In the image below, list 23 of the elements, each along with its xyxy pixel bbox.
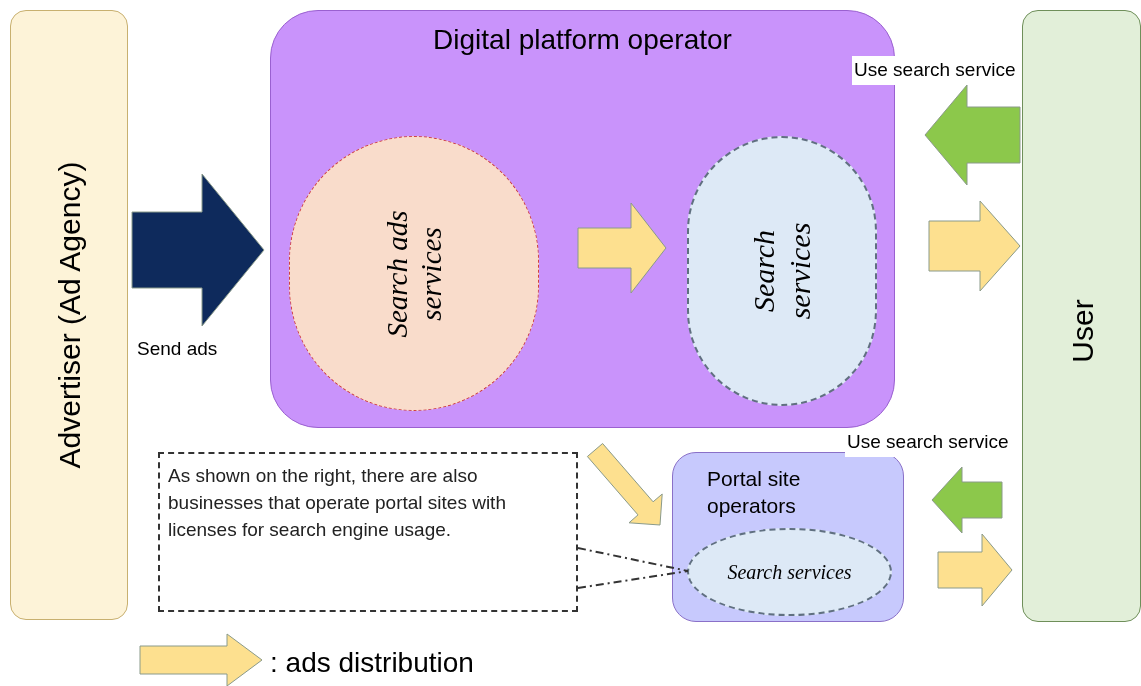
block-arrow bbox=[937, 533, 1013, 607]
actor-box bbox=[1022, 10, 1141, 622]
service-label: Search services bbox=[726, 560, 853, 585]
block-arrow bbox=[924, 84, 1021, 186]
block-arrow bbox=[586, 443, 663, 526]
leader-line bbox=[577, 547, 689, 589]
block-arrow bbox=[577, 202, 667, 294]
block-arrow bbox=[928, 200, 1021, 292]
edge-label: Use search service bbox=[852, 56, 1018, 85]
legend-label: : ads distribution bbox=[270, 646, 474, 680]
block-arrow bbox=[131, 173, 265, 327]
block-arrow bbox=[931, 466, 1003, 534]
panel-title: Portal site operators bbox=[707, 466, 802, 519]
note-text: As shown on the right, there are also businesses that operate portal sites with licenses for search engine usage. bbox=[168, 464, 507, 542]
actor-label: User bbox=[1064, 299, 1099, 363]
operator-panel bbox=[672, 452, 904, 622]
service-label: Search services bbox=[746, 221, 817, 322]
actor-box bbox=[10, 10, 128, 620]
service-label: Search ads services bbox=[380, 209, 448, 339]
actor-label: Advertiser (Ad Agency) bbox=[51, 161, 87, 469]
panel-title: Digital platform operator bbox=[432, 23, 733, 57]
operator-panel bbox=[270, 10, 895, 428]
note-callout bbox=[158, 452, 578, 612]
